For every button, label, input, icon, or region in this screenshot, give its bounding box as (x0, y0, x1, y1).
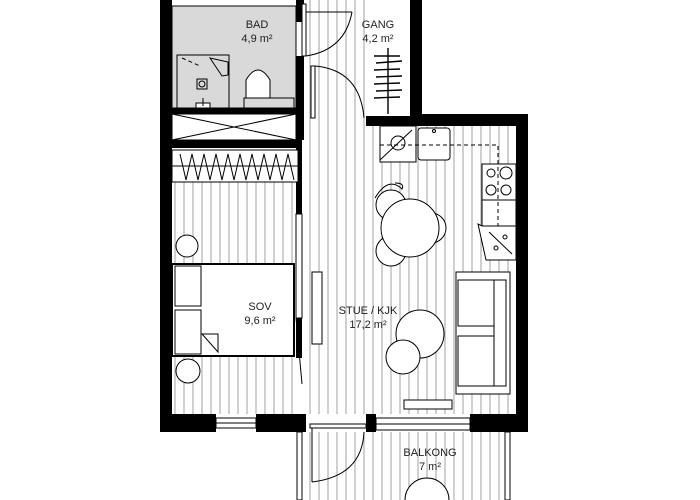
room-label-sov: SOV 9,6 m² (228, 300, 292, 328)
bathroom-fixtures (176, 54, 295, 109)
room-label-stue: STUE / KJK 17,2 m² (326, 304, 410, 332)
room-area: 17,2 m² (349, 319, 387, 331)
hall-wardrobe (373, 48, 403, 114)
windows (215, 417, 471, 431)
room-label-bad: BAD 4,9 m² (222, 18, 292, 46)
balcony-railing (296, 431, 511, 500)
tv-unit (311, 271, 323, 345)
room-name: SOV (248, 301, 272, 313)
walls (160, 0, 528, 432)
room-name: BALKONG (403, 447, 457, 459)
hall-door (310, 65, 365, 119)
bedroom-furniture (171, 234, 295, 384)
bedroom-door (295, 213, 303, 385)
room-area: 7 m² (419, 461, 441, 473)
room-label-balkong: BALKONG 7 m² (390, 446, 470, 474)
bathroom-door (301, 3, 353, 57)
room-name: GANG (361, 19, 395, 31)
kitchen (379, 125, 517, 261)
balcony-door (309, 423, 367, 483)
balcony-table (404, 477, 450, 500)
room-area: 9,6 m² (244, 315, 276, 327)
dining-table (374, 182, 447, 267)
bedroom-wardrobe (171, 149, 299, 183)
room-name: BAD (245, 19, 269, 31)
living-furniture (385, 271, 511, 410)
room-name: STUE / KJK (338, 305, 398, 317)
room-label-gang: GANG 4,2 m² (348, 18, 408, 46)
storage-closet (171, 113, 297, 141)
room-area: 4,9 m² (241, 33, 273, 45)
room-area: 4,2 m² (362, 33, 394, 45)
